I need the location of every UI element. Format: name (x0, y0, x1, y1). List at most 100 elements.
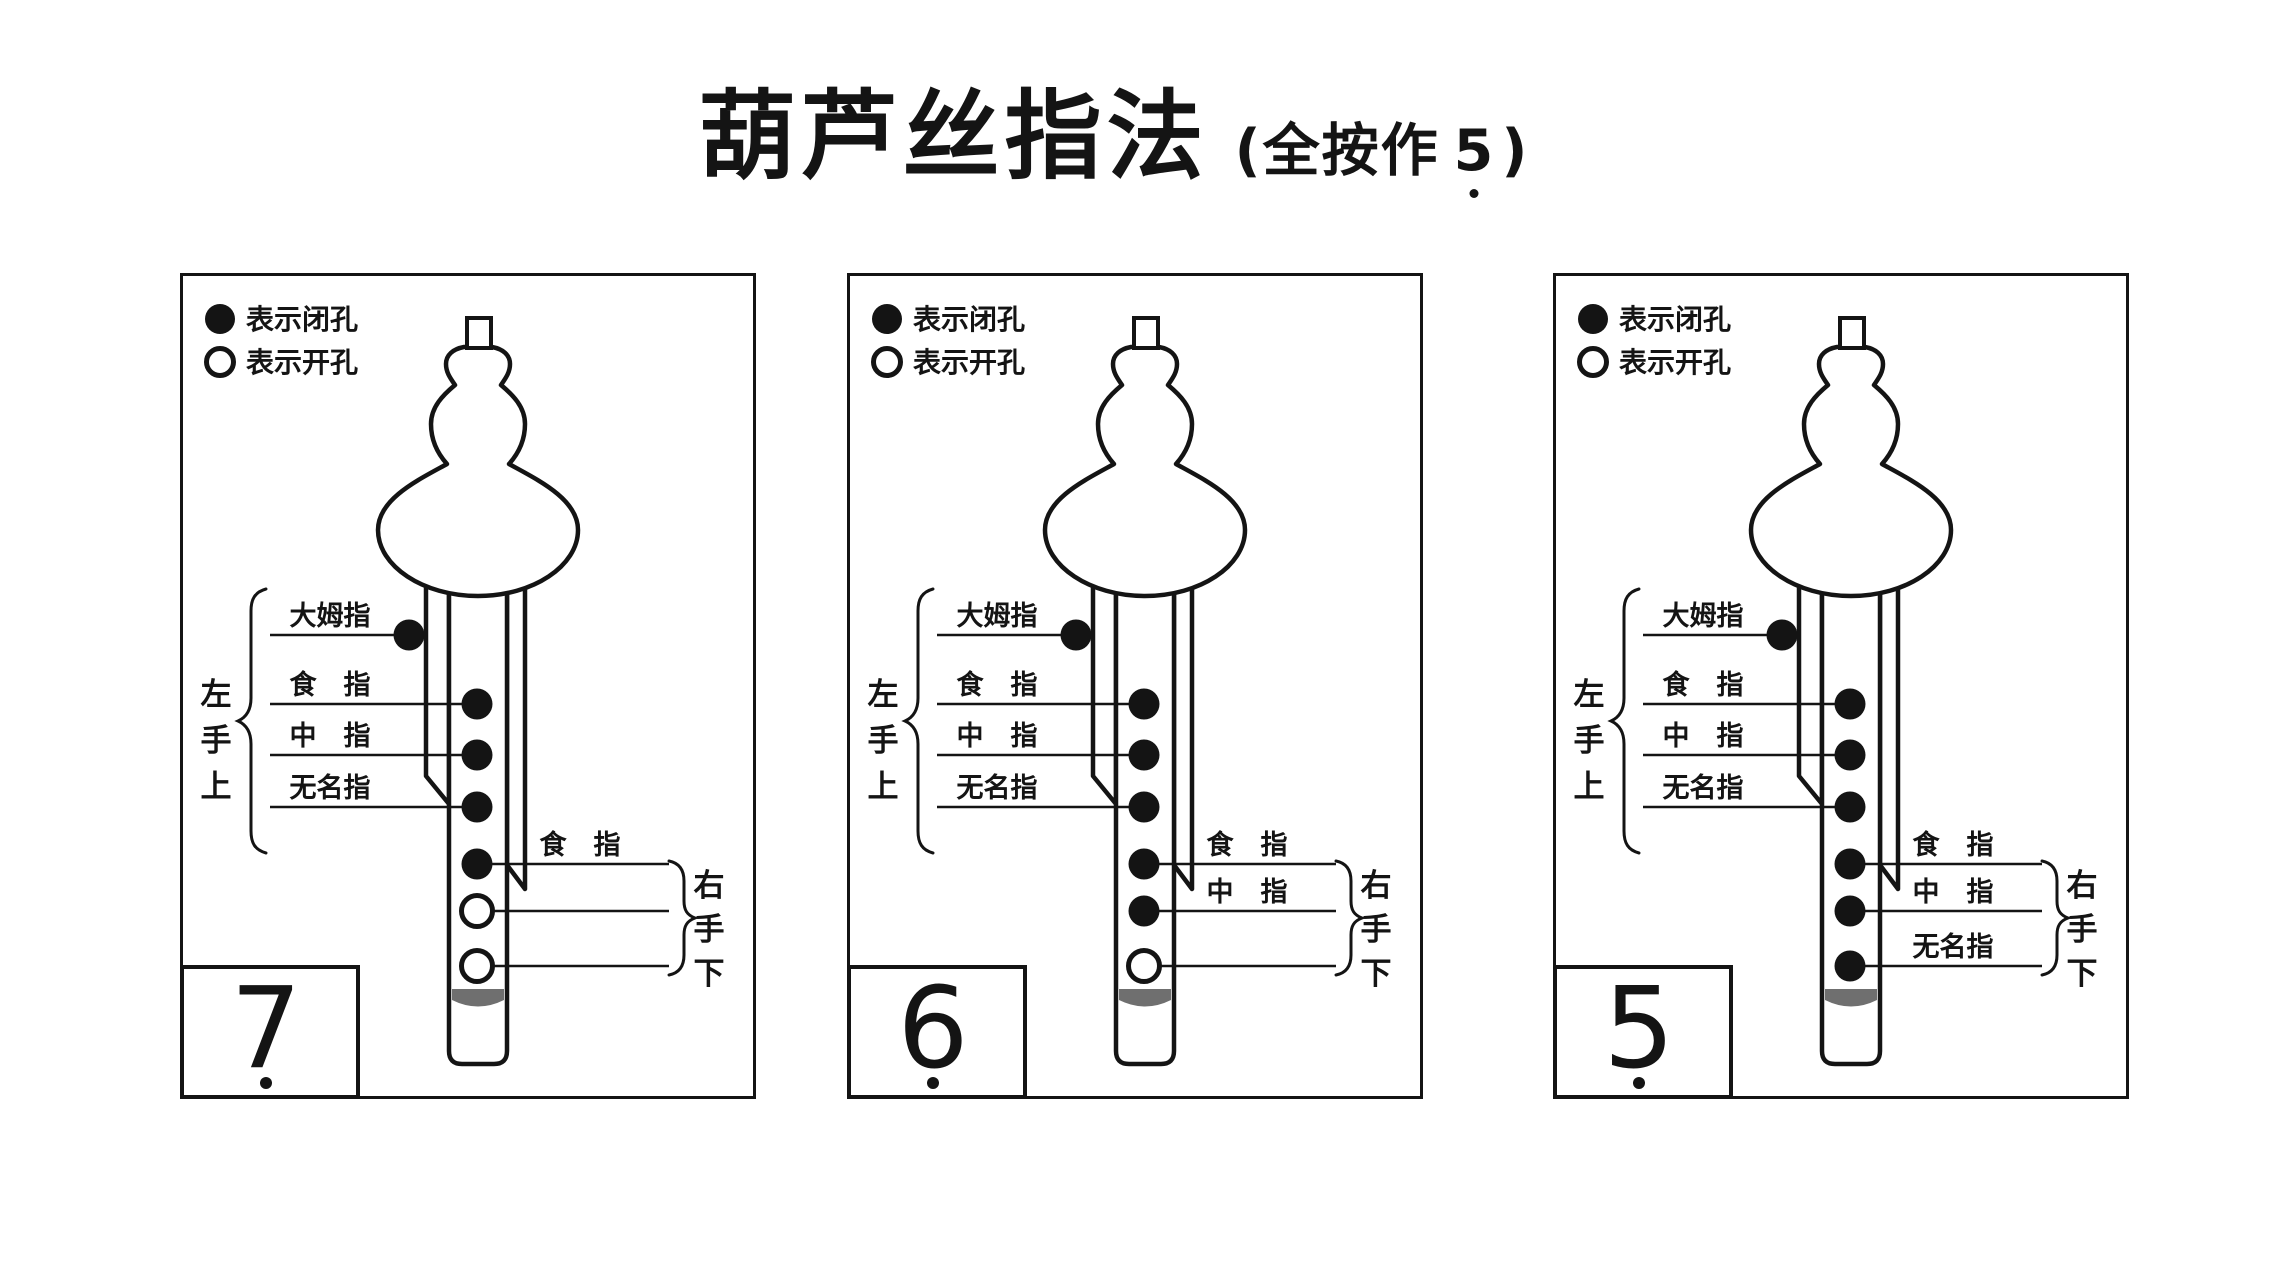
hole-lh-index (1128, 688, 1160, 720)
note-value: 7 (230, 964, 301, 1094)
right-hand-char-1: 右 (694, 868, 725, 904)
hole-lh-middle (461, 739, 493, 771)
hole-lh-ring (1834, 791, 1866, 823)
label-rh-index: 食 指 (1207, 829, 1288, 861)
left-hand-brace (234, 587, 268, 855)
open-hole-icon (204, 346, 236, 378)
fingering-diagram-7: 表示闭孔 表示开孔 (180, 273, 756, 1099)
left-drone-pipe (1796, 565, 1825, 807)
closed-hole-icon (872, 304, 902, 334)
open-hole-icon (871, 346, 903, 378)
left-drone-pipe (1090, 565, 1119, 807)
left-hand-char-3: 上 (201, 769, 232, 805)
gourd-body (1748, 344, 1954, 599)
fingering-panel-7: 表示闭孔 表示开孔 (180, 273, 756, 1099)
right-drone-pipe (504, 565, 528, 892)
hole-rh-ring (1834, 950, 1866, 982)
gourd-body (375, 344, 581, 599)
label-lh-middle: 中 指 (1663, 721, 1744, 752)
left-hand-char-1: 左 (868, 677, 899, 713)
label-rh-middle: 中 指 (1913, 877, 1994, 908)
label-thumb: 大姆指 (1663, 601, 1744, 632)
label-lh-middle: 中 指 (290, 721, 371, 752)
label-rh-index: 食 指 (1913, 829, 1994, 861)
legend-closed-label: 表示闭孔 (913, 303, 1025, 336)
hole-thumb (1060, 619, 1092, 651)
legend-closed-label: 表示闭孔 (246, 303, 358, 336)
fingering-diagram-6: 表示闭孔 表示开孔 (847, 273, 1423, 1099)
subtitle-note-value: 5 (1453, 118, 1496, 184)
subtitle-prefix: (全按作 (1234, 118, 1440, 184)
left-hand-brace (901, 587, 935, 855)
hole-rh-index (1834, 848, 1866, 880)
hole-rh-middle (1834, 895, 1866, 927)
legend-open-label: 表示开孔 (246, 346, 358, 379)
pipe-band (452, 989, 504, 1007)
note-box (1553, 965, 1733, 1099)
hole-lh-index (1834, 688, 1866, 720)
right-hand-char-3: 下 (2067, 956, 2098, 992)
closed-hole-icon (1578, 304, 1608, 334)
subtitle-suffix: ) (1501, 118, 1530, 184)
hole-thumb (1766, 619, 1798, 651)
mouthpiece (1132, 316, 1160, 350)
label-lh-index: 食 指 (290, 669, 371, 701)
open-hole-icon (1577, 346, 1609, 378)
left-hand-char-2: 手 (1574, 723, 1605, 759)
hole-lh-index (461, 688, 493, 720)
mouthpiece (465, 316, 493, 350)
right-hand-char-2: 手 (1361, 912, 1392, 948)
label-lh-ring: 无名指 (957, 772, 1038, 804)
left-hand-char-1: 左 (1574, 677, 1605, 713)
label-lh-index: 食 指 (957, 669, 1038, 701)
hole-rh-middle (1128, 895, 1160, 927)
left-hand-char-2: 手 (201, 723, 232, 759)
hole-thumb (393, 619, 425, 651)
right-hand-char-1: 右 (1361, 868, 1392, 904)
left-hand-char-1: 左 (201, 677, 232, 713)
fingering-diagram-5: 表示闭孔 表示开孔 (1553, 273, 2129, 1099)
label-lh-ring: 无名指 (1663, 772, 1744, 804)
note-value: 6 (897, 964, 968, 1094)
title-main: 葫芦丝指法 (698, 80, 1209, 193)
gourd-body (1042, 344, 1248, 599)
hole-rh-middle (459, 893, 495, 929)
label-lh-middle: 中 指 (957, 721, 1038, 752)
right-hand-char-3: 下 (694, 956, 725, 992)
right-hand-char-2: 手 (694, 912, 725, 948)
legend-open-label: 表示开孔 (913, 346, 1025, 379)
left-hand-char-3: 上 (1574, 769, 1605, 805)
hole-lh-ring (1128, 791, 1160, 823)
hole-rh-index (1128, 848, 1160, 880)
label-lh-index: 食 指 (1663, 669, 1744, 701)
left-hand-char-3: 上 (868, 769, 899, 805)
label-rh-middle: 中 指 (1207, 877, 1288, 908)
hole-rh-index (461, 848, 493, 880)
right-hand-brace (667, 859, 700, 977)
hole-lh-middle (1128, 739, 1160, 771)
legend-open-label: 表示开孔 (1619, 346, 1731, 379)
hole-rh-ring (1126, 948, 1162, 984)
note-value: 5 (1603, 964, 1674, 1094)
label-rh-index: 食 指 (540, 829, 621, 861)
subtitle-low-note: 5 (1453, 118, 1496, 198)
hole-lh-ring (461, 791, 493, 823)
note-low-octave-dot (260, 1077, 272, 1089)
right-hand-char-1: 右 (2067, 868, 2098, 904)
left-hand-brace (1607, 587, 1641, 855)
right-hand-char-3: 下 (1361, 956, 1392, 992)
legend-closed-label: 表示闭孔 (1619, 303, 1731, 336)
pipe-band (1119, 989, 1171, 1007)
note-low-octave-dot (1633, 1077, 1645, 1089)
right-drone-pipe (1877, 565, 1901, 892)
leader-lines (937, 633, 1336, 968)
right-hand-brace (1334, 859, 1367, 977)
left-hand-char-2: 手 (868, 723, 899, 759)
note-low-octave-dot (927, 1077, 939, 1089)
low-octave-dot (1469, 189, 1479, 198)
mouthpiece (1838, 316, 1866, 350)
closed-hole-icon (205, 304, 235, 334)
leader-lines (270, 633, 669, 968)
